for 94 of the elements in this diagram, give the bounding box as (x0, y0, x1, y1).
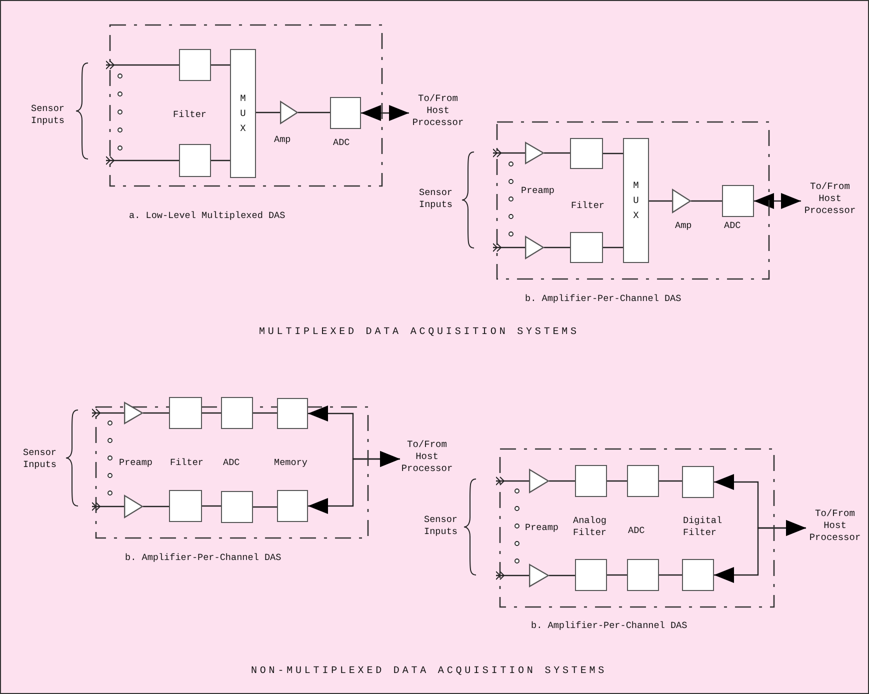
signal-line (659, 480, 682, 482)
section-title: MULTIPLEXED DATA ACQUISITION SYSTEMS (259, 327, 580, 339)
function-block (221, 491, 253, 523)
function-block (682, 466, 714, 498)
amplifier-triangle (525, 142, 544, 164)
stage-label: ADC (223, 457, 240, 469)
function-block (221, 397, 253, 429)
block-label: ADC (724, 220, 741, 232)
amplifier-triangle (525, 236, 544, 259)
signal-line (143, 506, 169, 508)
stage-label: Sensor Inputs (23, 447, 58, 471)
block-label: Amp (675, 220, 692, 232)
signal-line (691, 200, 722, 202)
signal-line (106, 156, 179, 165)
signal-line (202, 505, 221, 507)
signal-line (92, 408, 124, 418)
host-processor-label: To/From Host Processor (400, 439, 454, 479)
signal-line (492, 148, 525, 158)
block-label: ADC (333, 137, 350, 149)
signal-line (253, 506, 277, 508)
function-block (179, 49, 211, 81)
function-block (277, 398, 308, 429)
stage-label: Preamp (525, 522, 558, 534)
stage-label: Memory (274, 457, 308, 469)
stage-label: Preamp (119, 457, 152, 469)
panel-caption: b. Amplifier-Per-Channel DAS (525, 293, 682, 305)
panel-caption: a. Low-Level Multiplexed DAS (129, 210, 286, 222)
function-block (330, 97, 361, 129)
signal-line (603, 152, 623, 154)
signal-line (544, 152, 570, 154)
signal-line (92, 502, 124, 511)
signal-line (253, 412, 277, 414)
function-block (570, 138, 603, 169)
amplifier-triangle (672, 189, 691, 213)
function-block (627, 465, 659, 497)
stage-label: Filter (571, 200, 604, 212)
signal-line (496, 571, 529, 580)
signal-line (202, 412, 221, 414)
function-block (722, 185, 754, 217)
signal-line (106, 60, 179, 70)
amplifier-triangle (124, 402, 143, 424)
function-block (627, 559, 659, 591)
stage-label: Filter (170, 457, 204, 469)
host-processor-label: To/From Host Processor (409, 93, 467, 133)
signal-line (603, 246, 623, 248)
function-block (682, 559, 714, 591)
signal-line (211, 64, 230, 66)
bidirectional-arrow (308, 451, 400, 514)
bidirectional-arrow (754, 193, 801, 209)
stage-label: Preamp (521, 185, 554, 197)
function-block (169, 490, 202, 522)
dashed-enclosure (500, 449, 774, 607)
stage-label: Analog Filter (573, 515, 608, 539)
panel-caption: b. Amplifier-Per-Channel DAS (531, 620, 688, 632)
amplifier-triangle (529, 469, 549, 493)
signal-line (496, 476, 529, 486)
block-label: Amp (274, 134, 291, 146)
stage-label: Sensor Inputs (424, 514, 458, 538)
function-block (575, 559, 607, 591)
amplifier-triangle (529, 564, 549, 587)
stage-label: Filter (173, 109, 206, 121)
signal-line (211, 160, 230, 162)
dashed-enclosure (497, 122, 769, 279)
signal-line (298, 112, 330, 114)
stage-label: Digital Filter (683, 515, 724, 539)
function-block (575, 465, 607, 497)
signal-line (544, 246, 570, 248)
multiplexer-block: MUX (230, 49, 256, 178)
host-processor-label: To/From Host Processor (801, 181, 859, 221)
function-block (277, 490, 308, 522)
section-title: NON-MULTIPLEXED DATA ACQUISITION SYSTEMS (251, 666, 608, 678)
bidirectional-arrow (361, 105, 409, 121)
amplifier-triangle (124, 495, 143, 518)
host-processor-label: To/From Host Processor (806, 508, 864, 548)
stage-label: ADC (628, 525, 645, 537)
function-block (570, 232, 603, 263)
amplifier-triangle (280, 101, 298, 124)
signal-line (492, 243, 525, 252)
function-block (169, 397, 202, 429)
dashed-enclosure (110, 25, 382, 186)
multiplexer-block: MUX (623, 138, 649, 263)
stage-label: Sensor Inputs (419, 187, 454, 211)
signal-line (549, 574, 575, 576)
signal-line (607, 480, 627, 482)
signal-line (143, 412, 169, 414)
signal-line (607, 574, 627, 576)
signal-line (256, 112, 280, 114)
signal-line (549, 480, 575, 482)
bidirectional-arrow (714, 520, 806, 583)
stage-label: Sensor Inputs (31, 103, 66, 127)
signal-line (649, 200, 672, 202)
function-block (179, 144, 211, 177)
signal-line (659, 574, 682, 576)
panel-caption: b. Amplifier-Per-Channel DAS (125, 552, 282, 564)
